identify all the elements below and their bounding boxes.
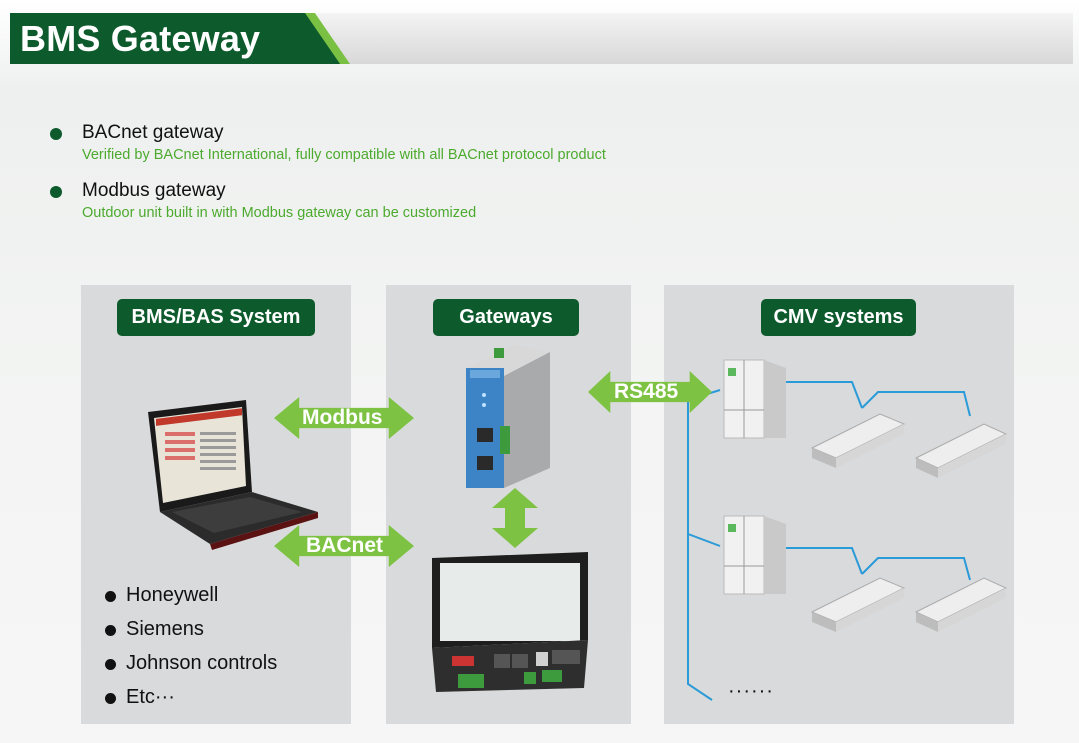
modbus-arrow-label: Modbus (302, 406, 383, 429)
gateway-device-icon (466, 345, 550, 488)
indoor-cassette-icon (914, 577, 1008, 632)
outdoor-unit-icon (723, 359, 786, 439)
feature-title-modbus: Modbus gateway (82, 180, 226, 201)
gateway-controller-arrow (492, 488, 538, 548)
indoor-cassette-icon (810, 577, 906, 632)
brand-list-item: Etc··· (105, 686, 175, 709)
feature-bullet (50, 186, 62, 198)
indoor-cassette-icon (914, 423, 1008, 478)
feature-description-bacnet: Verified by BACnet International, fully … (82, 147, 606, 163)
brand-list-item: Honeywell (105, 584, 218, 607)
cmv-panel (664, 285, 1014, 724)
bms-panel-label: BMS/BAS System (117, 299, 315, 336)
feature-title-bacnet: BACnet gateway (82, 122, 224, 143)
gateways-panel-label: Gateways (433, 299, 579, 336)
header-title-background (10, 13, 346, 64)
indoor-cassette-icon (810, 413, 906, 468)
feature-description-modbus: Outdoor unit built in with Modbus gatewa… (82, 205, 477, 221)
laptop-icon (148, 400, 318, 550)
rs485-arrow-label: RS485 (614, 380, 679, 403)
cmv-panel-label: CMV systems (761, 299, 916, 336)
more-systems-ellipsis: ······ (728, 680, 774, 702)
controller-panel-icon (432, 552, 588, 692)
brand-list-item: Siemens (105, 618, 204, 641)
bacnet-arrow-label: BACnet (306, 534, 383, 557)
feature-bullet (50, 128, 62, 140)
page-title: BMS Gateway (20, 18, 261, 59)
brand-list-item: Johnson controls (105, 652, 277, 675)
outdoor-unit-icon (723, 515, 786, 595)
